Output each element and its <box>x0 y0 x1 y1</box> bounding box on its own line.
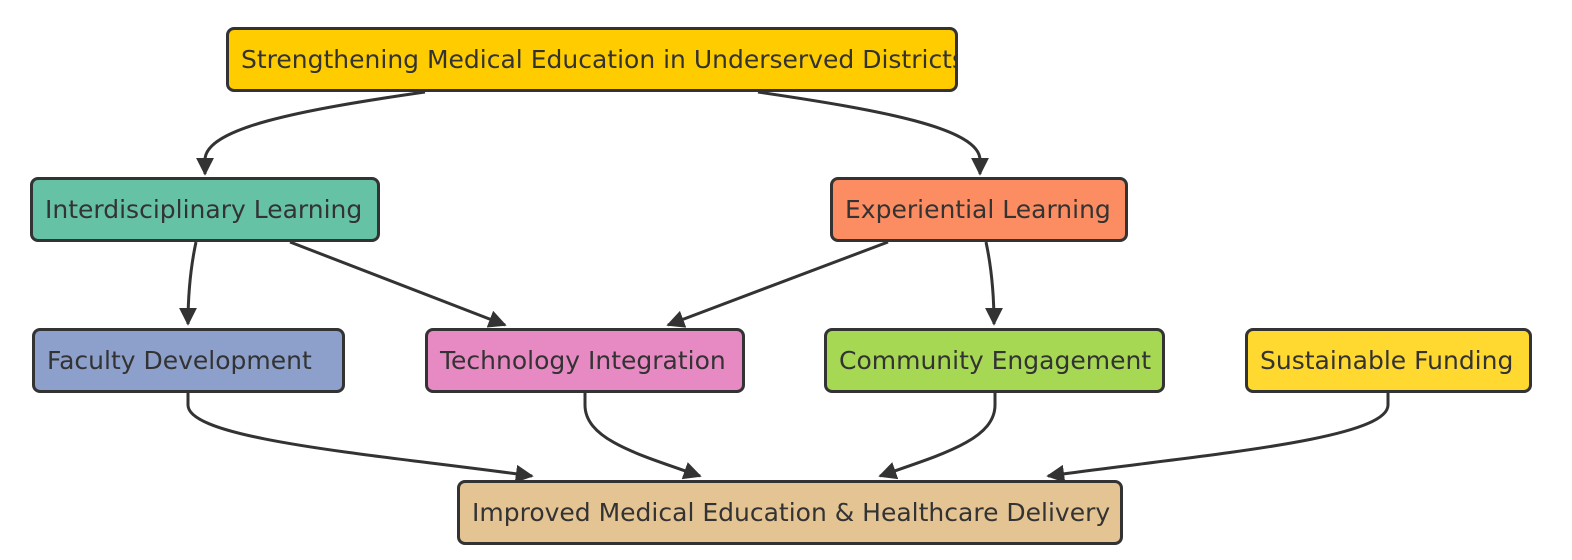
node-sustainable-funding[interactable]: Sustainable Funding <box>1245 328 1532 393</box>
edge-main-to-experiential <box>757 90 989 176</box>
node-label: Improved Medical Education & Healthcare … <box>472 498 1111 527</box>
node-faculty-development[interactable]: Faculty Development <box>32 328 345 393</box>
edge-interdisciplinary-to-faculty <box>179 241 198 326</box>
edge-community-to-outcome <box>878 393 997 480</box>
node-label: Strengthening Medical Education in Under… <box>241 45 958 74</box>
node-strengthening-medical-education[interactable]: Strengthening Medical Education in Under… <box>226 27 958 92</box>
node-label: Experiential Learning <box>845 195 1111 224</box>
node-label: Sustainable Funding <box>1260 346 1514 375</box>
node-experiential-learning[interactable]: Experiential Learning <box>830 177 1128 242</box>
edge-main-to-interdisciplinary <box>196 90 426 176</box>
edge-experiential-to-community <box>984 241 1003 326</box>
edge-experiential-to-technology <box>666 240 889 328</box>
node-label: Technology Integration <box>440 346 726 375</box>
edge-technology-to-outcome <box>583 393 702 480</box>
node-label: Community Engagement <box>839 346 1152 375</box>
node-label: Faculty Development <box>47 346 312 375</box>
node-community-engagement[interactable]: Community Engagement <box>824 328 1165 393</box>
edge-faculty-to-outcome <box>186 393 534 483</box>
node-label: Interdisciplinary Learning <box>45 195 363 224</box>
node-interdisciplinary-learning[interactable]: Interdisciplinary Learning <box>30 177 380 242</box>
edge-funding-to-outcome <box>1046 393 1390 483</box>
edge-interdisciplinary-to-technology <box>289 240 507 328</box>
node-technology-integration[interactable]: Technology Integration <box>425 328 745 393</box>
node-improved-medical-education[interactable]: Improved Medical Education & Healthcare … <box>457 480 1123 545</box>
